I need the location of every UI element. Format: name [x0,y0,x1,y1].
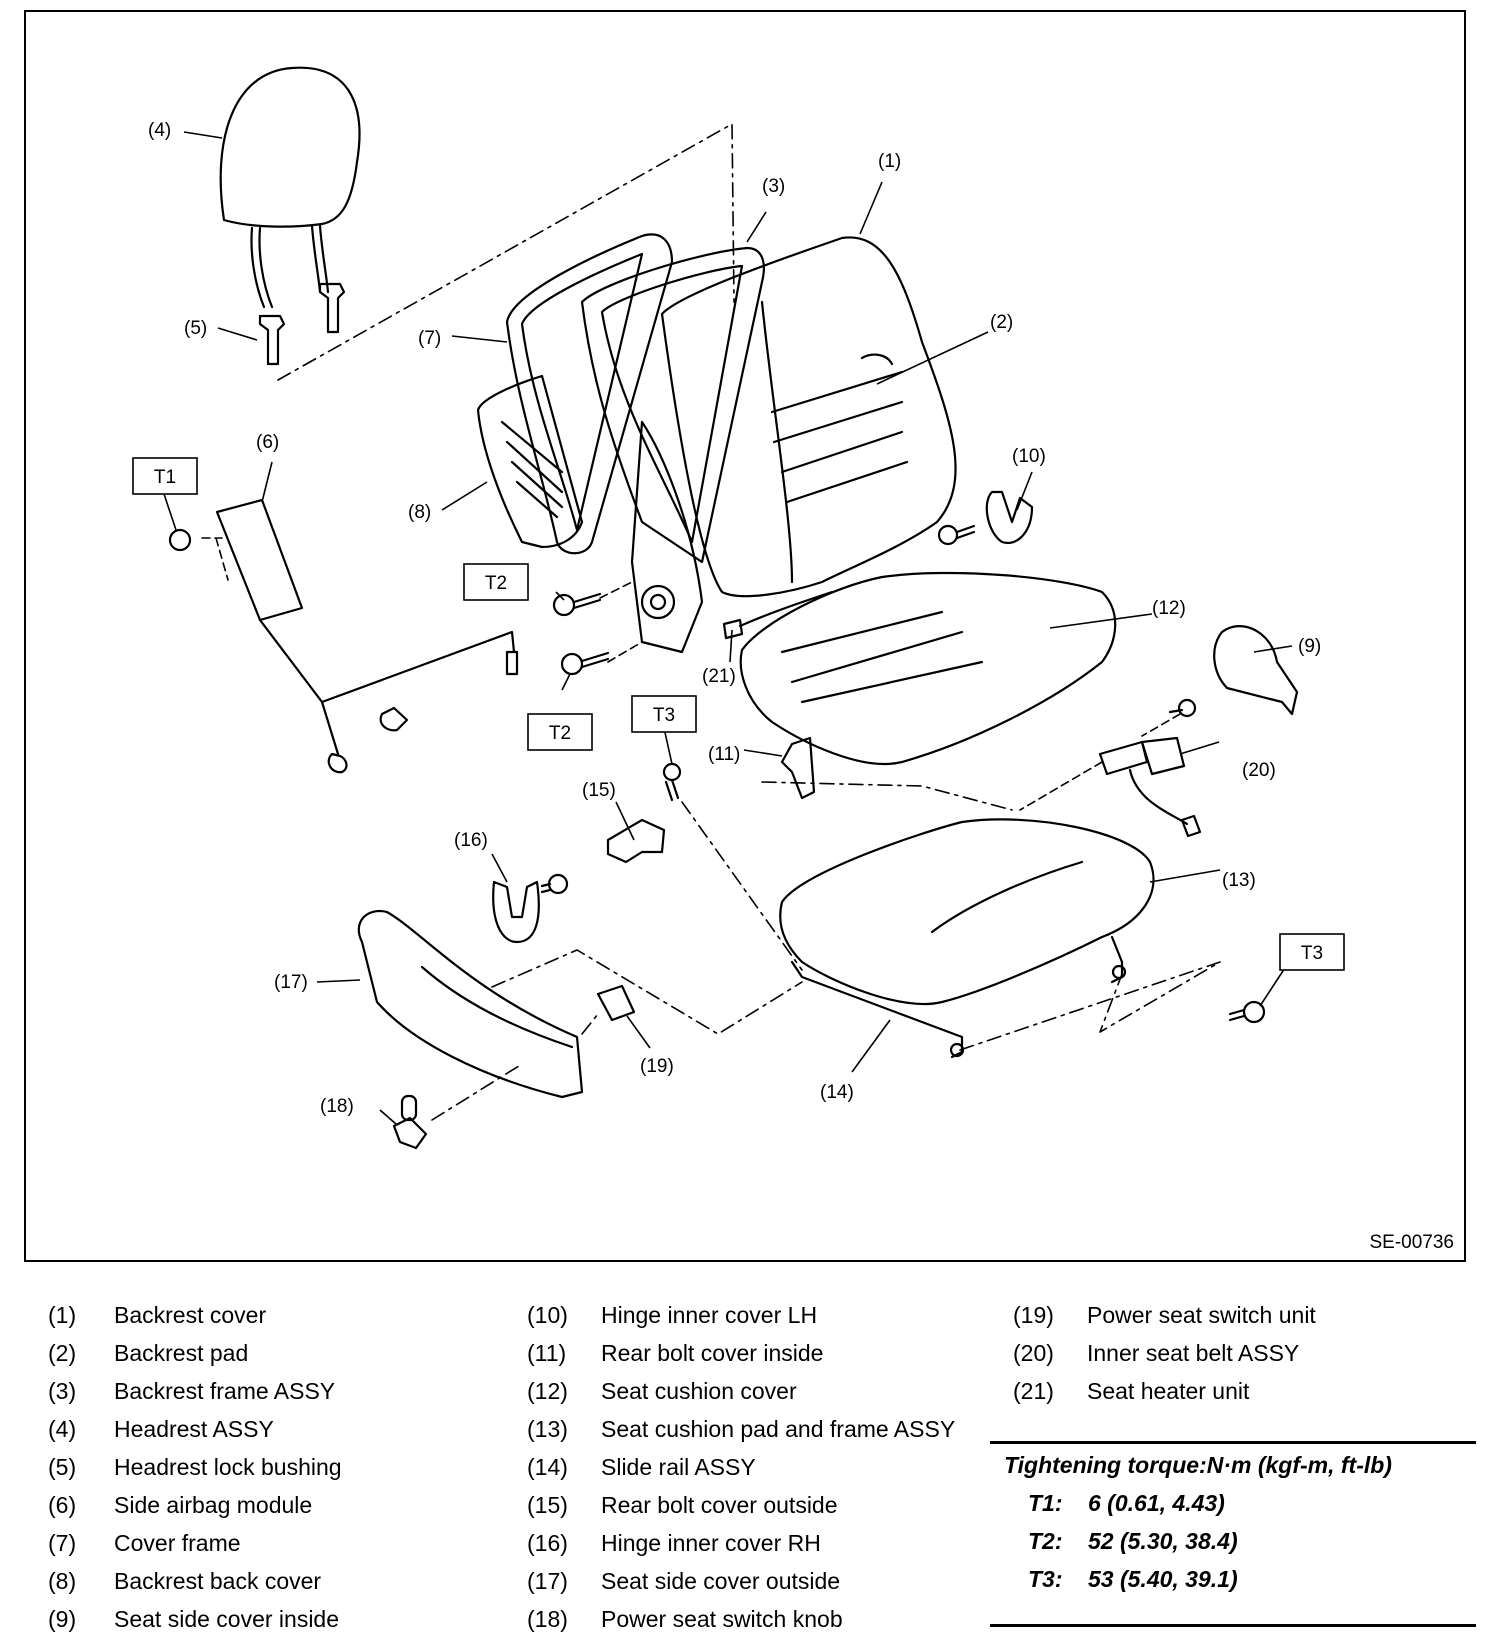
side-airbag-part [215,498,519,774]
callout-5: (5) [184,318,207,339]
exploded-diagram-frame: (1) (2) (3) (4) (5) (6) (7) (8) (9) (10)… [24,10,1466,1262]
callout-7: (7) [418,328,441,349]
torque-tag-t2a: T2 [485,573,507,594]
backrest-pad-mark [860,353,894,366]
callout-1: (1) [878,151,901,172]
torque-tag-t1-box [132,457,198,495]
callout-13: (13) [1222,870,1256,891]
seat-cushion-cover-part [739,571,1117,766]
headrest-part [219,66,361,309]
torque-tag-t3a-box [631,695,697,733]
t3-bolt-right [1228,1000,1266,1024]
torque-table-title: Tightening torque:N·m (kgf-m, ft-lb) [1004,1452,1392,1478]
callout-6: (6) [256,432,279,453]
callout-19: (19) [640,1056,674,1077]
t1-nut [168,528,192,552]
t3-bolt [662,762,682,802]
callout-17: (17) [274,972,308,993]
torque-tag-t2b: T2 [549,723,571,744]
callout-4: (4) [148,120,171,141]
figure-code: SE-00736 [1369,1232,1454,1253]
slide-rail-part [790,935,1127,1059]
rear-bolt-cover-outside-part [606,818,666,864]
callout-12: (12) [1152,598,1186,619]
torque-tag-t1: T1 [154,467,176,488]
torque-tag-t3a: T3 [653,705,675,726]
backrest-cover-part [660,236,957,598]
inner-seat-belt-part [1098,698,1202,838]
lock-bushing-part [258,282,346,366]
callout-15: (15) [582,780,616,801]
hinge-inner-cover-lh-part [937,490,1034,546]
torque-tag-t2b-box [527,713,593,751]
callout-10: (10) [1012,446,1046,467]
hinge-inner-cover-rh-part [492,873,569,944]
callout-14: (14) [820,1082,854,1103]
seat-exploded-diagram: (1) (2) (3) (4) (5) (6) (7) (8) (9) (10)… [132,66,1345,1150]
callout-16: (16) [454,830,488,851]
torque-tag-t3b-box [1279,933,1345,971]
power-seat-switch-knob-part [392,1094,428,1150]
callout-21: (21) [702,666,736,687]
callout-9: (9) [1298,636,1321,657]
seat-heater-connector [722,590,834,640]
backrest-back-cover-part [476,374,584,549]
power-seat-switch-part [596,984,636,1022]
seat-side-cover-outside-part [357,909,584,1099]
torque-table: Tightening torque:N·m (kgf-m, ft-lb) T1:… [990,1441,1476,1627]
t2-bolt [552,592,610,676]
rear-bolt-cover-inside-part [780,736,816,800]
callout-18: (18) [320,1096,354,1117]
torque-tag-t3b: T3 [1301,943,1323,964]
callout-3: (3) [762,176,785,197]
callout-2: (2) [990,312,1013,333]
cover-frame-part [505,233,674,555]
callout-8: (8) [408,502,431,523]
torque-tag-t2a-box [463,563,529,601]
callout-11: (11) [708,744,740,765]
seat-side-cover-inside-part [1213,625,1299,716]
callout-20: (20) [1242,760,1276,781]
seat-cushion-pad-part [779,818,1155,1006]
backrest-frame-part [580,246,765,654]
